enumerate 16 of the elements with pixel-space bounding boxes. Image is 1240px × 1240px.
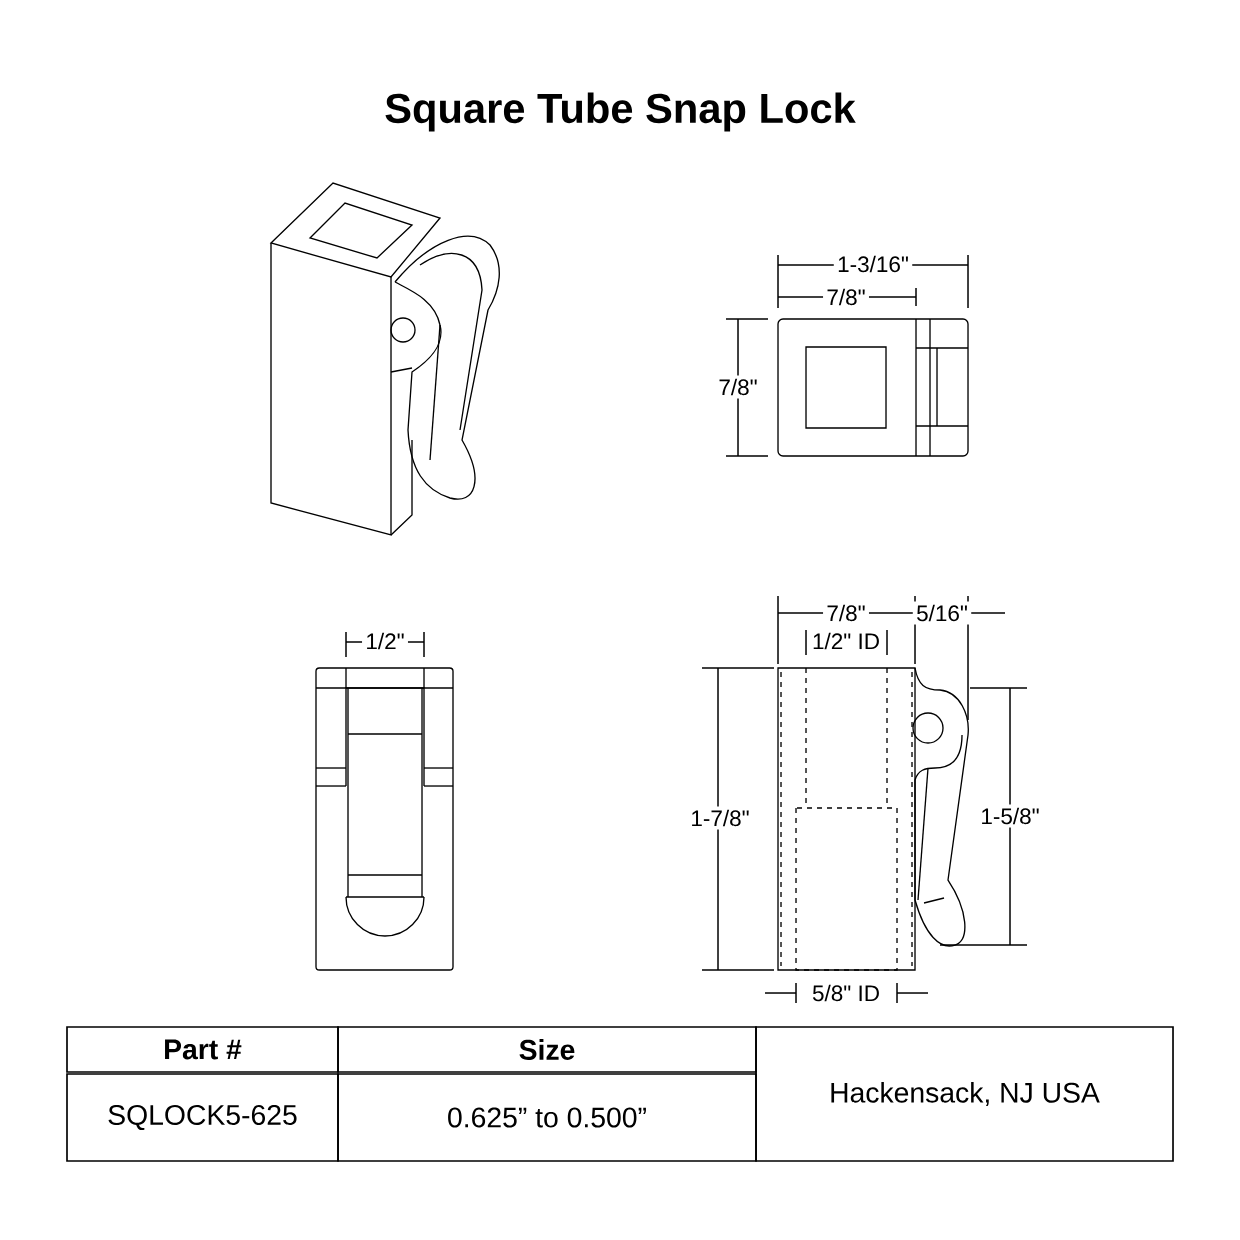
dimension-label: 1/2" (362, 629, 408, 653)
dimension-label: 1-3/16" (833, 252, 913, 276)
title: Square Tube Snap Lock (385, 92, 856, 132)
dimension-label: 7/8" (715, 375, 761, 399)
dimension-label: 7/8" (823, 285, 869, 309)
table-cell: Part # (66, 1026, 339, 1073)
table-cell: 0.625” to 0.500” (337, 1073, 757, 1162)
table-cell: Hackensack, NJ USA (755, 1026, 1174, 1162)
dimension-label: 1-7/8" (687, 806, 753, 830)
table-cell: SQLOCK5-625 (66, 1073, 339, 1162)
dimension-label: 1-5/8" (977, 804, 1043, 828)
dimension-label: 5/8" ID (812, 984, 879, 1002)
dimension-label: 7/8" (823, 601, 869, 625)
table-cell: Size (337, 1026, 757, 1073)
dimension-label: 5/16" (912, 601, 972, 625)
dimension-label: 1/2" ID (813, 632, 879, 650)
